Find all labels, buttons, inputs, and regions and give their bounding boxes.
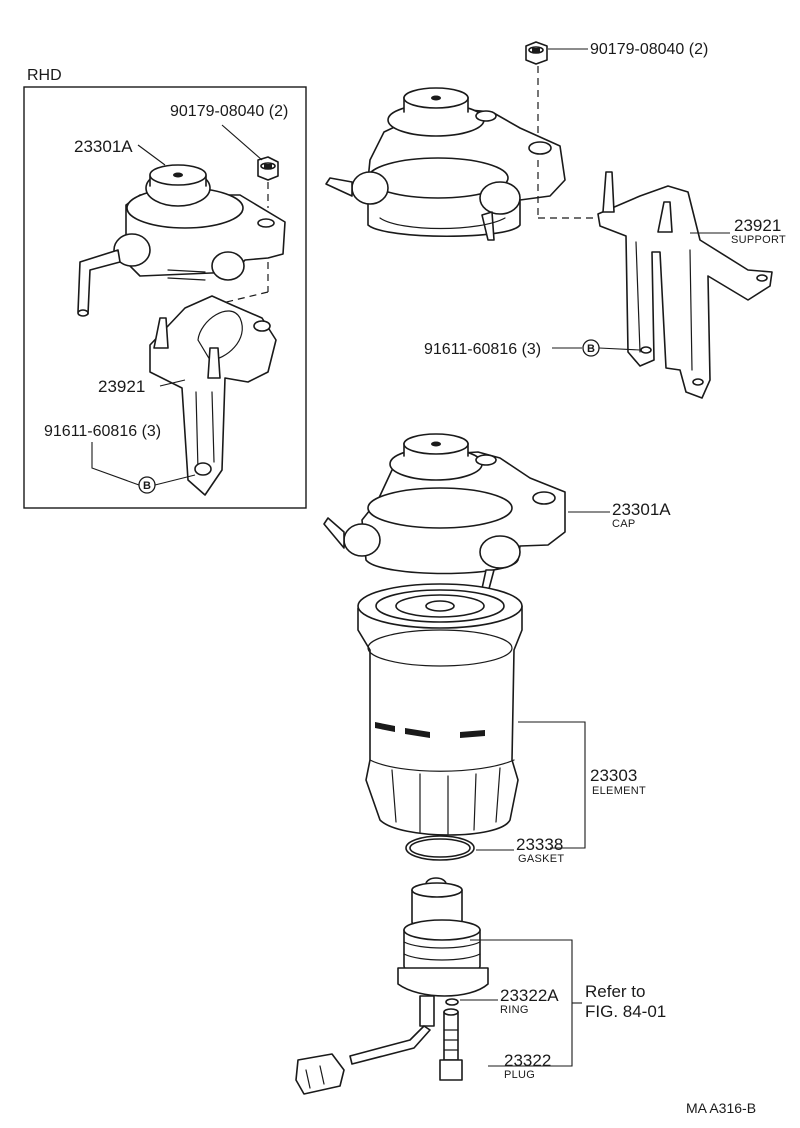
rhd-marker-b: B bbox=[138, 476, 156, 494]
rhd-label-nut: 90179-08040 (2) bbox=[170, 103, 288, 120]
svg-text:B: B bbox=[587, 343, 595, 355]
main-upper-cap-drawing bbox=[325, 87, 566, 241]
main-sensor-drawing bbox=[295, 877, 489, 1095]
rhd-nut-drawing bbox=[257, 156, 279, 208]
main-support-drawing bbox=[597, 171, 773, 399]
main-marker-b: B bbox=[582, 339, 600, 357]
main-label-bolt: 91611-60816 (3) bbox=[424, 341, 541, 358]
main-label-cap-number: 23301A bbox=[612, 500, 671, 519]
rhd-support-drawing bbox=[149, 295, 277, 496]
svg-text:B: B bbox=[143, 480, 151, 492]
main-nut: 90179-08040 (2) bbox=[525, 41, 708, 138]
rhd-cap-drawing bbox=[77, 164, 286, 317]
main-element-drawing bbox=[357, 583, 523, 836]
main-label-ring-number: 23322A bbox=[500, 986, 559, 1005]
rhd-label-bolt: 91611-60816 (3) bbox=[44, 423, 161, 440]
main-label-element-number: 23303 bbox=[590, 766, 637, 785]
main-label-cap-name: CAP bbox=[612, 518, 636, 530]
main-label-refer-line1: Refer to bbox=[585, 982, 645, 1001]
rhd-label-support: 23921 bbox=[98, 377, 145, 396]
main-label-support-number: 23921 bbox=[734, 216, 781, 235]
main-label-gasket-name: GASKET bbox=[518, 853, 564, 865]
main-label-refer-line2: FIG. 84-01 bbox=[585, 1002, 666, 1021]
main-label-nut: 90179-08040 (2) bbox=[590, 41, 708, 58]
main-label-plug-number: 23322 bbox=[504, 1051, 551, 1070]
rhd-title: RHD bbox=[27, 67, 62, 84]
rhd-frame bbox=[23, 86, 307, 509]
rhd-inset: RHD bbox=[23, 67, 307, 509]
figure-code: MA A316-B bbox=[686, 1100, 756, 1116]
main-label-gasket-number: 23338 bbox=[516, 835, 563, 854]
rhd-label-cap: 23301A bbox=[74, 137, 133, 156]
main-label-element-name: ELEMENT bbox=[592, 785, 646, 797]
main-label-ring-name: RING bbox=[500, 1004, 529, 1016]
main-label-support-name: SUPPORT bbox=[731, 234, 786, 246]
main-lower-cap-drawing bbox=[323, 433, 566, 601]
main-gasket-drawing bbox=[405, 835, 475, 861]
main-label-plug-name: PLUG bbox=[504, 1069, 535, 1081]
